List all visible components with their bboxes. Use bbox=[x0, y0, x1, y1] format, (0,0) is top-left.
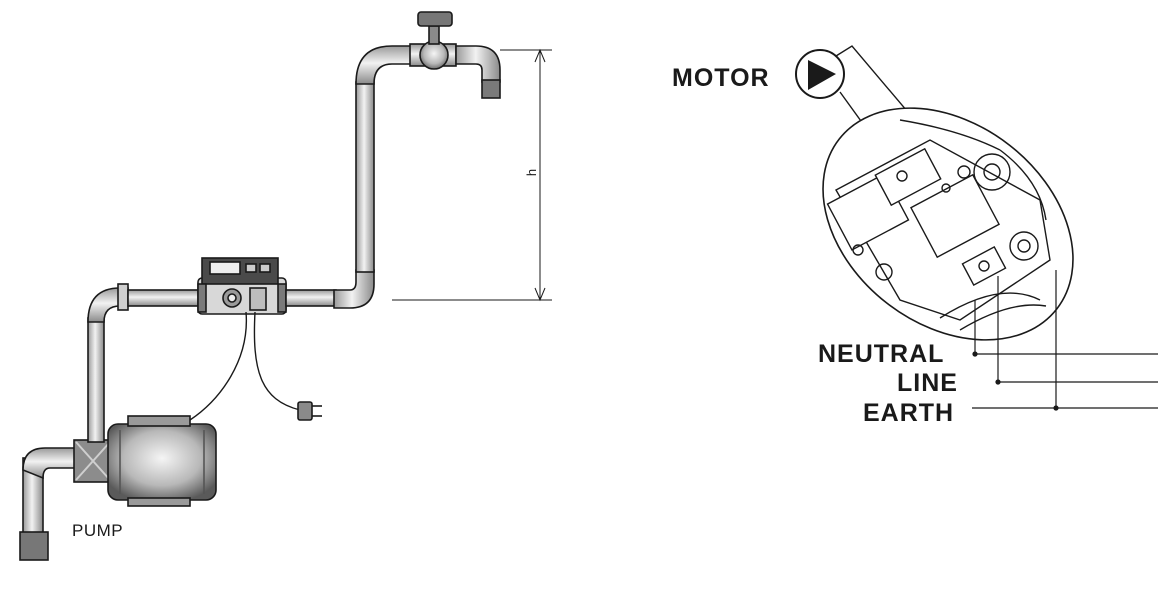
height-label: h bbox=[524, 168, 540, 177]
plug-icon bbox=[297, 401, 322, 421]
neutral-label: NEUTRAL bbox=[818, 340, 945, 368]
line-label: LINE bbox=[897, 369, 958, 397]
pump-unit bbox=[73, 415, 217, 507]
terminal-wires bbox=[972, 270, 1158, 411]
tap-valve bbox=[409, 11, 501, 99]
pump-installation bbox=[19, 11, 552, 561]
pump-label: PUMP bbox=[72, 521, 124, 540]
switch-mechanism bbox=[826, 119, 1051, 331]
wiring-detail bbox=[795, 45, 1158, 411]
earth-label: EARTH bbox=[863, 399, 955, 427]
suction-pipe bbox=[19, 447, 77, 561]
motor-label: MOTOR bbox=[672, 64, 770, 92]
pressure-controller bbox=[197, 257, 287, 315]
motor-symbol-icon bbox=[795, 49, 845, 99]
height-dimension bbox=[392, 48, 552, 302]
